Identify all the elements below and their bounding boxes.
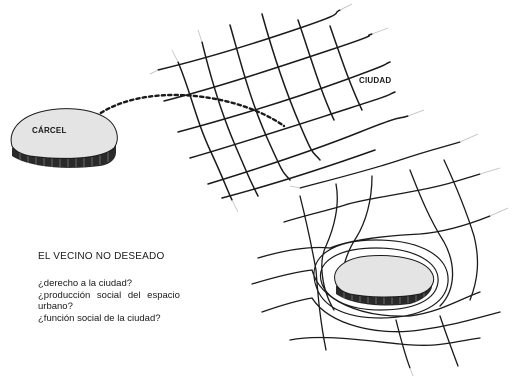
prison-blob-inserted [334,255,435,306]
city-grid-fade [149,3,425,213]
question-line: urbano? [38,301,73,312]
question-line: ¿derecho a la ciudad? [38,278,133,289]
question-line: ¿producción social del espacio [38,290,180,301]
ring-lines [313,239,449,319]
prison-label: CÁRCEL [32,126,67,135]
question-line: ¿función social de la ciudad? [38,313,161,324]
lower-city-grid [251,141,501,369]
prison-blob [10,108,118,168]
lower-grid-fade [289,133,509,377]
connection-arc [80,93,286,132]
city-grid [157,9,409,201]
unwanted-neighbor-heading: EL VECINO NO DESEADO [38,251,165,262]
city-label: CIUDAD [359,76,392,85]
